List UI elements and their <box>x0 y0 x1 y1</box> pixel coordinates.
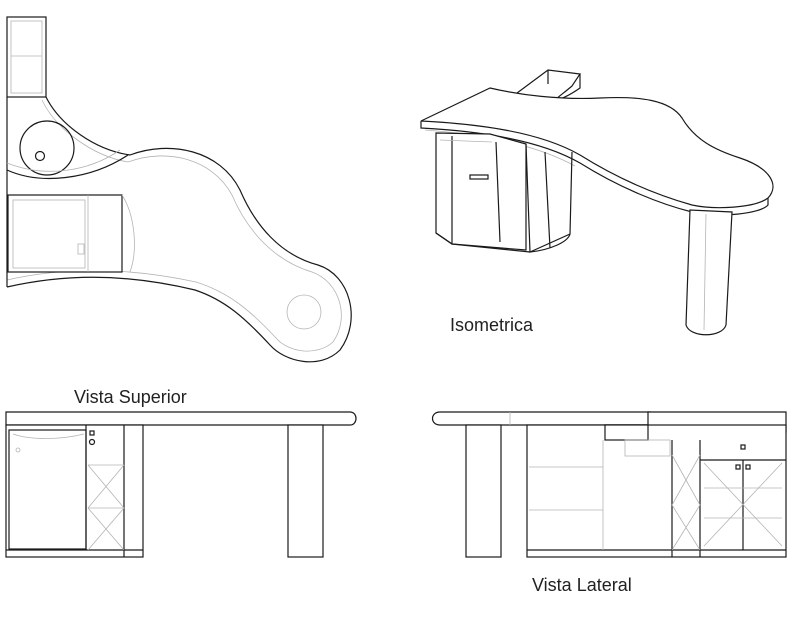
front-leg <box>287 424 324 558</box>
front-top-slab <box>5 411 357 426</box>
top-cabinet <box>6 16 47 98</box>
side-elevation <box>431 411 787 558</box>
iso-leg <box>685 209 733 336</box>
round-basin <box>19 120 75 176</box>
label-side-view: Vista Lateral <box>532 575 632 595</box>
isometric-view <box>420 69 774 336</box>
front-cabinet <box>5 424 144 558</box>
iso-desk-top <box>420 87 774 209</box>
label-top-view: Vista Superior <box>74 387 187 407</box>
drawer-block <box>7 194 123 273</box>
top-view <box>6 16 352 363</box>
front-elevation <box>5 411 357 558</box>
side-cabinet <box>526 424 787 558</box>
label-isometric: Isometrica <box>450 315 534 335</box>
iso-drawer-handle <box>469 174 489 180</box>
leg-outline <box>286 294 322 330</box>
desk-top-outline <box>6 96 352 363</box>
side-top-slab <box>431 411 659 426</box>
drain-hole <box>34 150 46 162</box>
side-leg <box>465 424 502 558</box>
